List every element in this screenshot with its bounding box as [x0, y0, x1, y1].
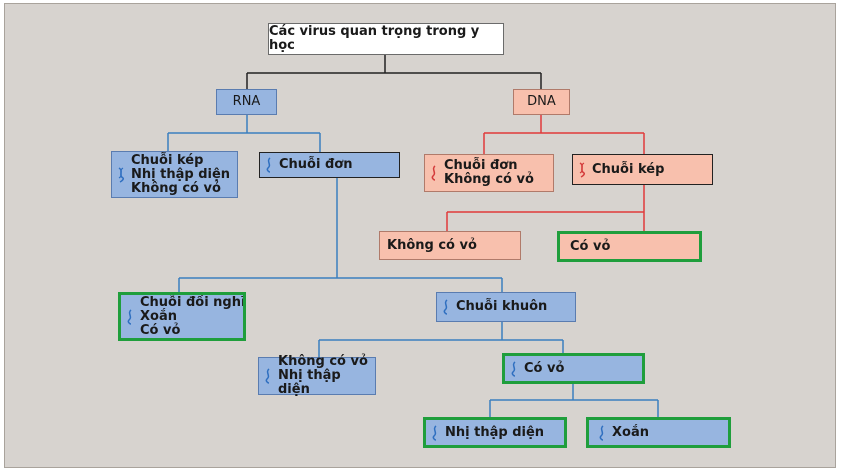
rna-env-label: Có vỏ — [524, 360, 565, 376]
double-strand-icon — [578, 161, 588, 178]
nonenv-line2: Nhị thập diện — [278, 368, 341, 397]
dna-env-label: Có vỏ — [570, 238, 611, 254]
rna-single-label: Chuỗi đơn — [279, 157, 353, 172]
dna-double-strand-node: Chuỗi kép — [572, 154, 713, 185]
rna-antisense-node: Chuỗi đối nghĩa Xoắn Có vỏ — [118, 292, 246, 341]
icosahedral-label: Nhị thập diện — [445, 424, 545, 440]
antisense-line3: Có vỏ — [140, 322, 181, 338]
rna-node: RNA — [216, 89, 277, 115]
dna-node: DNA — [513, 89, 570, 115]
rna-enveloped-node: Có vỏ — [502, 353, 645, 384]
rna-connectors — [167, 115, 659, 417]
dna-enveloped-node: Có vỏ — [557, 231, 702, 262]
single-strand-icon — [430, 165, 440, 181]
helical-label: Xoắn — [612, 424, 649, 440]
rna-label: RNA — [232, 94, 261, 109]
single-strand-icon — [265, 157, 275, 173]
dna-single-line1: Chuỗi đơn — [444, 158, 518, 173]
rna-double-line1: Chuỗi kép — [131, 152, 204, 168]
rna-template-strand-node: Chuỗi khuôn — [436, 292, 576, 322]
rna-double-strand-node: Chuỗi kép Nhị thập diện Không có vỏ — [111, 151, 238, 198]
icosahedral-node: Nhị thập diện — [423, 417, 567, 448]
root-node: Các virus quan trọng trong y học — [268, 23, 504, 55]
rna-single-strand-node: Chuỗi đơn — [259, 152, 400, 178]
dna-label: DNA — [527, 94, 556, 109]
helical-node: Xoắn — [586, 417, 731, 448]
root-label: Các virus quan trọng trong y học — [269, 24, 480, 53]
dna-nonenveloped-node: Không có vỏ — [379, 231, 521, 260]
dna-single-line2: Không có vỏ — [444, 172, 534, 187]
rna-double-line2: Nhị thập diện — [131, 166, 231, 182]
dna-nonenv-label: Không có vỏ — [387, 237, 477, 253]
double-strand-icon — [117, 166, 127, 183]
dna-single-strand-node: Chuỗi đơn Không có vỏ — [424, 154, 554, 192]
single-strand-icon — [510, 360, 520, 377]
nonenv-line1: Không có vỏ — [278, 354, 368, 369]
single-strand-icon — [126, 308, 136, 325]
rna-double-line3: Không có vỏ — [131, 180, 221, 196]
single-strand-icon — [598, 424, 608, 441]
single-strand-icon — [431, 424, 441, 441]
single-strand-icon — [264, 368, 274, 384]
single-strand-icon — [442, 299, 452, 315]
template-label: Chuỗi khuôn — [456, 299, 548, 314]
antisense-line2: Xoắn — [140, 308, 177, 324]
dna-connectors — [446, 115, 645, 231]
root-connectors — [246, 55, 542, 89]
dna-double-label: Chuỗi kép — [592, 161, 665, 177]
antisense-line1: Chuỗi đối nghĩa — [140, 294, 246, 310]
rna-nonenveloped-node: Không có vỏ Nhị thập diện — [258, 354, 376, 397]
